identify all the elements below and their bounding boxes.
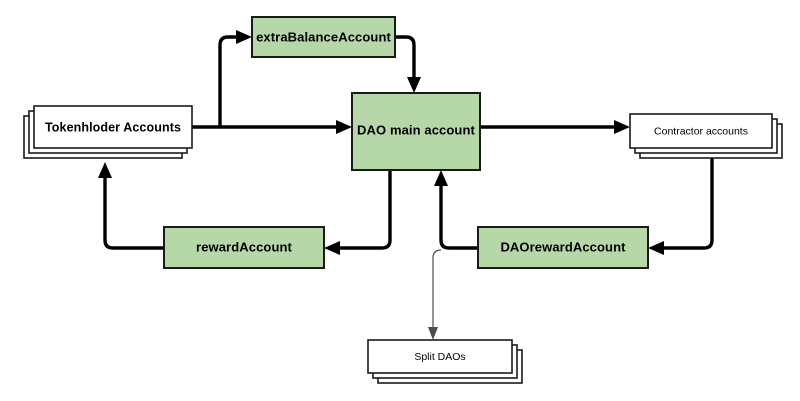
edge-tokenholder-to-dao-main [192, 120, 352, 134]
node-reward-account[interactable]: rewardAccount [163, 226, 325, 269]
arrowhead-icon [428, 327, 438, 340]
edge-extra-balance-to-dao-main [395, 35, 421, 93]
node-face [629, 113, 773, 149]
edge-dao-reward-to-split-daos [428, 249, 442, 340]
arrowhead-icon [434, 170, 448, 186]
node-face [367, 339, 513, 374]
arrowhead-icon [336, 120, 352, 134]
node-dao-main-account[interactable]: DAO main account [351, 92, 481, 171]
node-extra-balance-account[interactable]: extraBalanceAccount [251, 16, 396, 58]
node-label-tokenholder-accounts: Tokenhloder Accounts [45, 120, 181, 134]
edge-reward-to-tokenholder [98, 162, 164, 250]
edge-layer [98, 30, 714, 340]
node-dao-reward-account[interactable]: DAOrewardAccount [477, 226, 649, 269]
arrowhead-icon [614, 120, 630, 134]
edge-dao-main-to-contractor [480, 120, 630, 134]
arrowhead-icon [648, 241, 664, 255]
node-face [477, 226, 649, 269]
edge-dao-reward-to-dao-main [434, 170, 478, 250]
arrowhead-icon [236, 30, 252, 44]
edge-tokenholder-to-extra-balance [218, 30, 252, 127]
arrowhead-icon [324, 241, 340, 255]
node-layer: Tokenhloder Accounts extraBalanceAccount… [23, 16, 783, 384]
node-face [163, 226, 325, 269]
node-label-contractor-accounts: Contractor accounts [654, 125, 748, 137]
node-contractor-accounts[interactable]: Contractor accounts [629, 113, 783, 159]
node-label-reward-account: rewardAccount [196, 239, 293, 254]
arrowhead-icon [98, 162, 112, 178]
node-face [251, 16, 396, 58]
edge-contractor-to-dao-reward [648, 158, 714, 255]
node-label-extra-balance-account: extraBalanceAccount [256, 29, 391, 44]
arrowhead-icon [407, 77, 421, 93]
node-face [351, 92, 481, 171]
node-label-dao-reward-account: DAOrewardAccount [500, 239, 626, 254]
node-label-dao-main-account: DAO main account [357, 122, 475, 137]
node-label-split-daos: Split DAOs [414, 351, 465, 363]
node-face [33, 105, 193, 149]
node-tokenholder-accounts[interactable]: Tokenhloder Accounts [23, 105, 193, 159]
edge-dao-main-to-reward [324, 170, 392, 255]
node-split-daos[interactable]: Split DAOs [367, 339, 523, 384]
